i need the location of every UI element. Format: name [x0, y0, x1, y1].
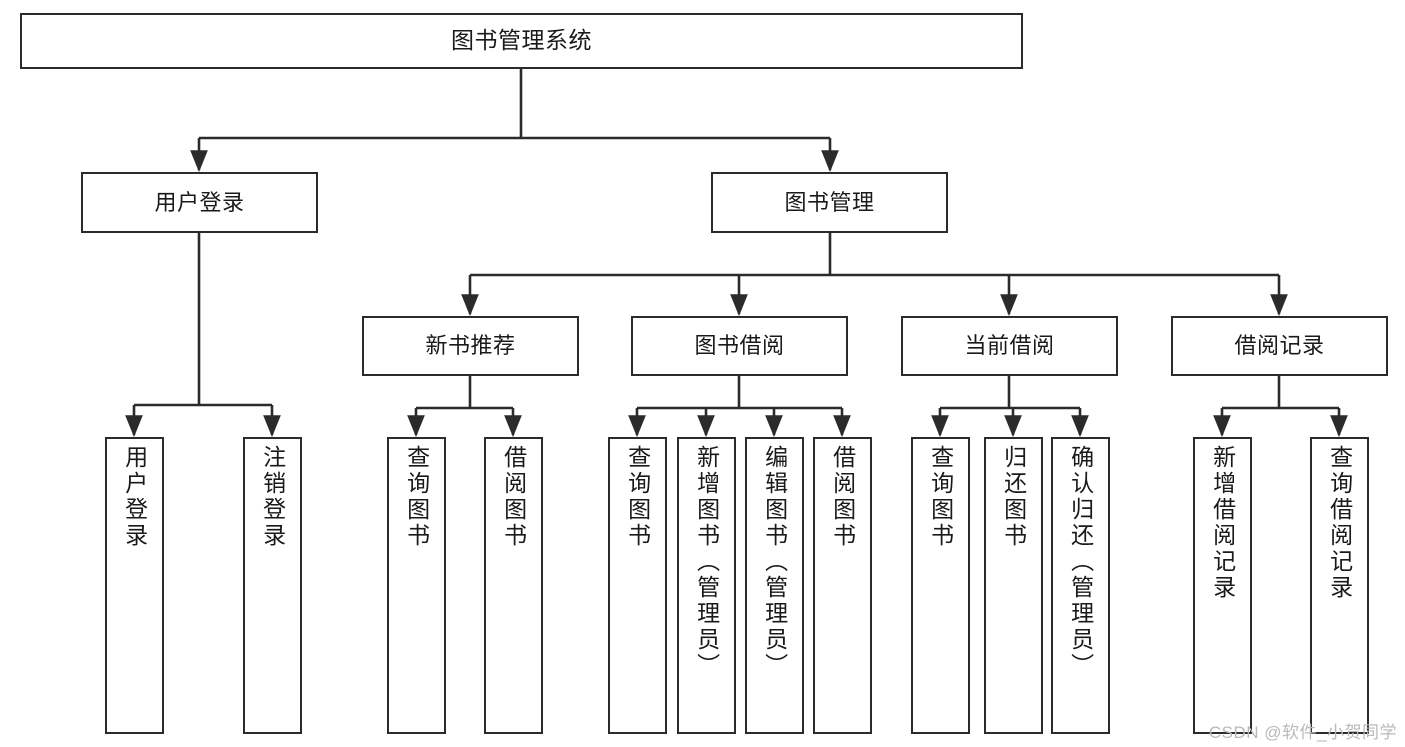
node-leaf-query-book-2[interactable]: 查询图书	[608, 437, 667, 734]
node-leaf-add-record[interactable]: 新增借阅记录	[1193, 437, 1252, 734]
node-borrow-records-label: 借阅记录	[1234, 333, 1325, 359]
node-leaf-query-book-1[interactable]: 查询图书	[387, 437, 446, 734]
node-root-label: 图书管理系统	[451, 27, 592, 54]
node-leaf-borrow-book-1[interactable]: 借阅图书	[484, 437, 543, 734]
node-leaf-add-record-label: 新增借阅记录	[1209, 445, 1236, 601]
node-leaf-add-book[interactable]: 新增图书（管理员）	[677, 437, 736, 734]
node-leaf-borrow-book-2[interactable]: 借阅图书	[813, 437, 872, 734]
node-book-manage[interactable]: 图书管理	[711, 172, 948, 233]
node-leaf-query-book-3-label: 查询图书	[927, 445, 954, 549]
node-leaf-query-record-label: 查询借阅记录	[1326, 445, 1353, 601]
node-leaf-user-login-label: 用户登录	[121, 445, 148, 549]
node-book-borrow[interactable]: 图书借阅	[631, 316, 848, 376]
csdn-watermark: CSDN @软件_小贺同学	[1208, 723, 1397, 742]
node-leaf-query-record[interactable]: 查询借阅记录	[1310, 437, 1369, 734]
node-current-borrow[interactable]: 当前借阅	[901, 316, 1118, 376]
node-new-book-rec[interactable]: 新书推荐	[362, 316, 579, 376]
node-leaf-add-book-label: 新增图书（管理员）	[693, 445, 720, 679]
node-current-borrow-label: 当前借阅	[964, 333, 1055, 359]
node-user-login[interactable]: 用户登录	[81, 172, 318, 233]
node-leaf-edit-book[interactable]: 编辑图书（管理员）	[745, 437, 804, 734]
node-new-book-rec-label: 新书推荐	[425, 333, 516, 359]
node-root[interactable]: 图书管理系统	[20, 13, 1023, 69]
node-leaf-confirm-return[interactable]: 确认归还（管理员）	[1051, 437, 1110, 734]
node-leaf-return-book[interactable]: 归还图书	[984, 437, 1043, 734]
node-leaf-borrow-book-2-label: 借阅图书	[829, 445, 856, 549]
node-leaf-query-book-2-label: 查询图书	[624, 445, 651, 549]
node-leaf-borrow-book-1-label: 借阅图书	[500, 445, 527, 549]
node-leaf-confirm-return-label: 确认归还（管理员）	[1067, 445, 1094, 679]
node-leaf-user-logout[interactable]: 注销登录	[243, 437, 302, 734]
node-leaf-return-book-label: 归还图书	[1000, 445, 1027, 549]
node-leaf-user-logout-label: 注销登录	[259, 445, 286, 549]
node-leaf-edit-book-label: 编辑图书（管理员）	[761, 445, 788, 679]
node-leaf-user-login[interactable]: 用户登录	[105, 437, 164, 734]
node-book-borrow-label: 图书借阅	[694, 333, 785, 359]
node-user-login-label: 用户登录	[154, 189, 245, 215]
node-leaf-query-book-3[interactable]: 查询图书	[911, 437, 970, 734]
node-borrow-records[interactable]: 借阅记录	[1171, 316, 1388, 376]
node-book-manage-label: 图书管理	[784, 189, 875, 215]
node-leaf-query-book-1-label: 查询图书	[403, 445, 430, 549]
